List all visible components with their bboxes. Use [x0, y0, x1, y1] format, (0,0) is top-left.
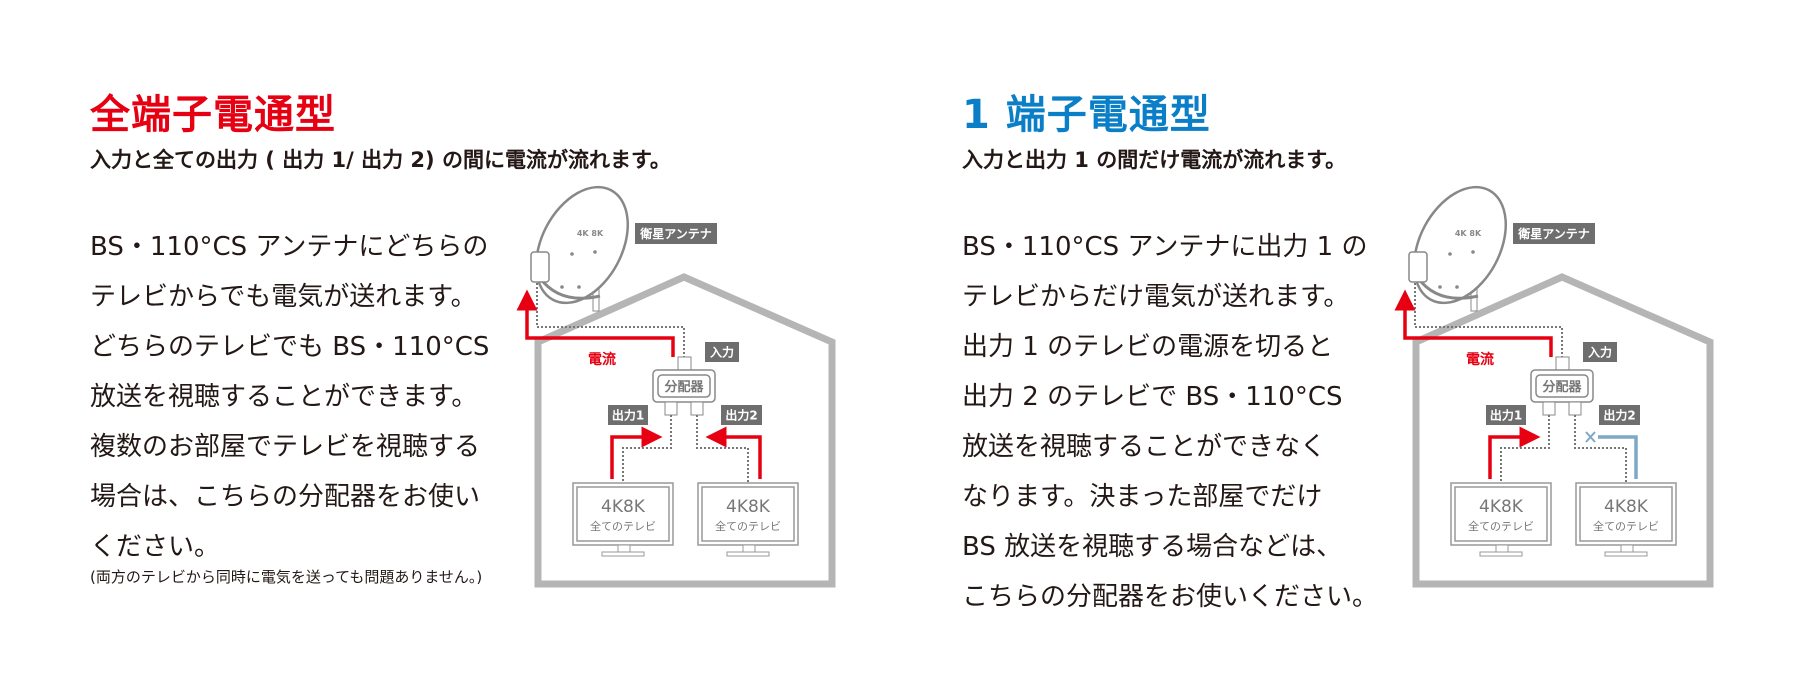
dish-dot — [1448, 252, 1452, 256]
tv1-icon: 4K8K 全てのテレビ — [1450, 482, 1552, 557]
tv2-icon: 4K8K 全てのテレビ — [697, 482, 799, 557]
tv-model: 4K8K — [1479, 497, 1524, 517]
current-label: 電流 — [1466, 351, 1494, 368]
tv-caption: 全てのテレビ — [715, 519, 781, 533]
input-label-bg — [1583, 342, 1617, 362]
output2-label-bg — [721, 405, 762, 425]
input-label: 入力 — [1588, 345, 1612, 360]
current-arrow-output2 — [705, 426, 762, 479]
output1-label: 出力1 — [1490, 408, 1522, 423]
dish-dot — [1455, 285, 1459, 289]
left-title: 全端子電通型 — [90, 92, 336, 138]
output1-label: 出力1 — [612, 408, 644, 423]
dish-icon — [1412, 185, 1508, 305]
body-line: 放送を視聴することができなく — [962, 432, 1327, 462]
output2-label: 出力2 — [1603, 408, 1635, 423]
splitter-label: 分配器 — [1542, 379, 1582, 395]
body-line: テレビからでも電気が送れます。 — [90, 282, 477, 312]
splitter-output2-port — [690, 401, 704, 416]
dish-dot — [577, 285, 581, 289]
cable-output1 — [622, 415, 672, 483]
blocked-x-icon — [1585, 431, 1596, 443]
splitter-inner — [1535, 374, 1589, 398]
house-outline — [1412, 273, 1714, 588]
current-arrow-antenna — [516, 289, 675, 357]
output1-label-bg — [1486, 405, 1526, 425]
body-line: どちらのテレビでも BS・110°CS — [90, 332, 490, 362]
body-line: 場合は、こちらの分配器をお使い — [90, 482, 481, 512]
right-body: BS・110°CS アンテナに出力 1 の テレビからだけ電気が送れます。 出力… — [962, 232, 1378, 632]
tv-caption: 全てのテレビ — [1593, 519, 1659, 533]
tv-caption: 全てのテレビ — [1468, 519, 1534, 533]
left-note: (両方のテレビから同時に電気を送っても問題ありません。) — [90, 568, 483, 586]
body-line: テレビからだけ電気が送れます。 — [962, 282, 1350, 312]
lnb-icon — [1408, 251, 1428, 283]
input-label-bg — [705, 342, 739, 362]
right-subtitle: 入力と出力 1 の間だけ電流が流れます。 — [962, 148, 1347, 172]
tv-model: 4K8K — [601, 497, 646, 517]
input-label: 入力 — [710, 345, 734, 360]
left-body: BS・110°CS アンテナにどちらの テレビからでも電気が送れます。 どちらの… — [90, 232, 489, 582]
tv2-icon: 4K8K 全てのテレビ — [1575, 482, 1677, 557]
tv-caption: 全てのテレビ — [590, 519, 656, 533]
output2-label: 出力2 — [725, 408, 757, 423]
current-arrow-antenna — [1394, 289, 1553, 357]
tv1-icon: 4K8K 全てのテレビ — [572, 482, 674, 557]
dish-dot — [593, 250, 597, 254]
cable-output2 — [696, 415, 749, 483]
dish-dot — [570, 252, 574, 256]
antenna-label: 衛星アンテナ — [639, 226, 712, 241]
output2-label-bg — [1599, 405, 1640, 425]
cable-output1 — [1500, 415, 1550, 483]
antenna-label-bg — [635, 223, 717, 244]
house-outline — [534, 273, 836, 588]
output1-label-bg — [608, 405, 648, 425]
body-line: 放送を視聴することができます。 — [90, 382, 478, 412]
tv-model: 4K8K — [1604, 497, 1649, 517]
current-arrow-output1 — [1488, 426, 1541, 479]
left-subtitle: 入力と全ての出力 ( 出力 1/ 出力 2) の間に電流が流れます。 — [90, 148, 671, 172]
splitter-label: 分配器 — [664, 379, 704, 395]
blocked-line-output2 — [1598, 435, 1638, 479]
dish-dot — [560, 285, 564, 289]
dish-dot — [1471, 250, 1475, 254]
antenna-label: 衛星アンテナ — [1517, 226, 1590, 241]
splitter-output1-port — [1542, 401, 1556, 416]
current-arrow-output1 — [610, 426, 663, 479]
splitter-output2-port — [1568, 401, 1582, 416]
dish-badge: 4K 8K — [577, 229, 604, 238]
dish-dot — [1438, 285, 1442, 289]
body-line: 出力 1 のテレビの電源を切ると — [962, 332, 1334, 362]
body-line: ください。 — [90, 532, 221, 562]
body-line: 出力 2 のテレビで BS・110°CS — [962, 382, 1343, 412]
splitter-inner — [657, 374, 711, 398]
body-line: BS・110°CS アンテナに出力 1 の — [962, 232, 1368, 262]
current-label: 電流 — [588, 351, 616, 368]
splitter-output1-port — [664, 401, 678, 416]
right-title: 1 端子電通型 — [962, 92, 1211, 138]
lnb-icon — [530, 251, 550, 283]
dish-icon — [534, 185, 630, 305]
body-line: BS 放送を視聴する場合などは、 — [962, 532, 1343, 562]
splitter-input-port — [677, 356, 692, 371]
cable-output2 — [1574, 415, 1627, 483]
dish-badge: 4K 8K — [1455, 229, 1482, 238]
body-line: BS・110°CS アンテナにどちらの — [90, 232, 489, 262]
body-line: なります。決まった部屋でだけ — [962, 482, 1323, 512]
body-line: こちらの分配器をお使いください。 — [962, 582, 1379, 612]
splitter-input-port — [1555, 356, 1570, 371]
antenna-label-bg — [1513, 223, 1595, 244]
tv-model: 4K8K — [726, 497, 771, 517]
body-line: 複数のお部屋でテレビを視聴する — [90, 432, 481, 462]
